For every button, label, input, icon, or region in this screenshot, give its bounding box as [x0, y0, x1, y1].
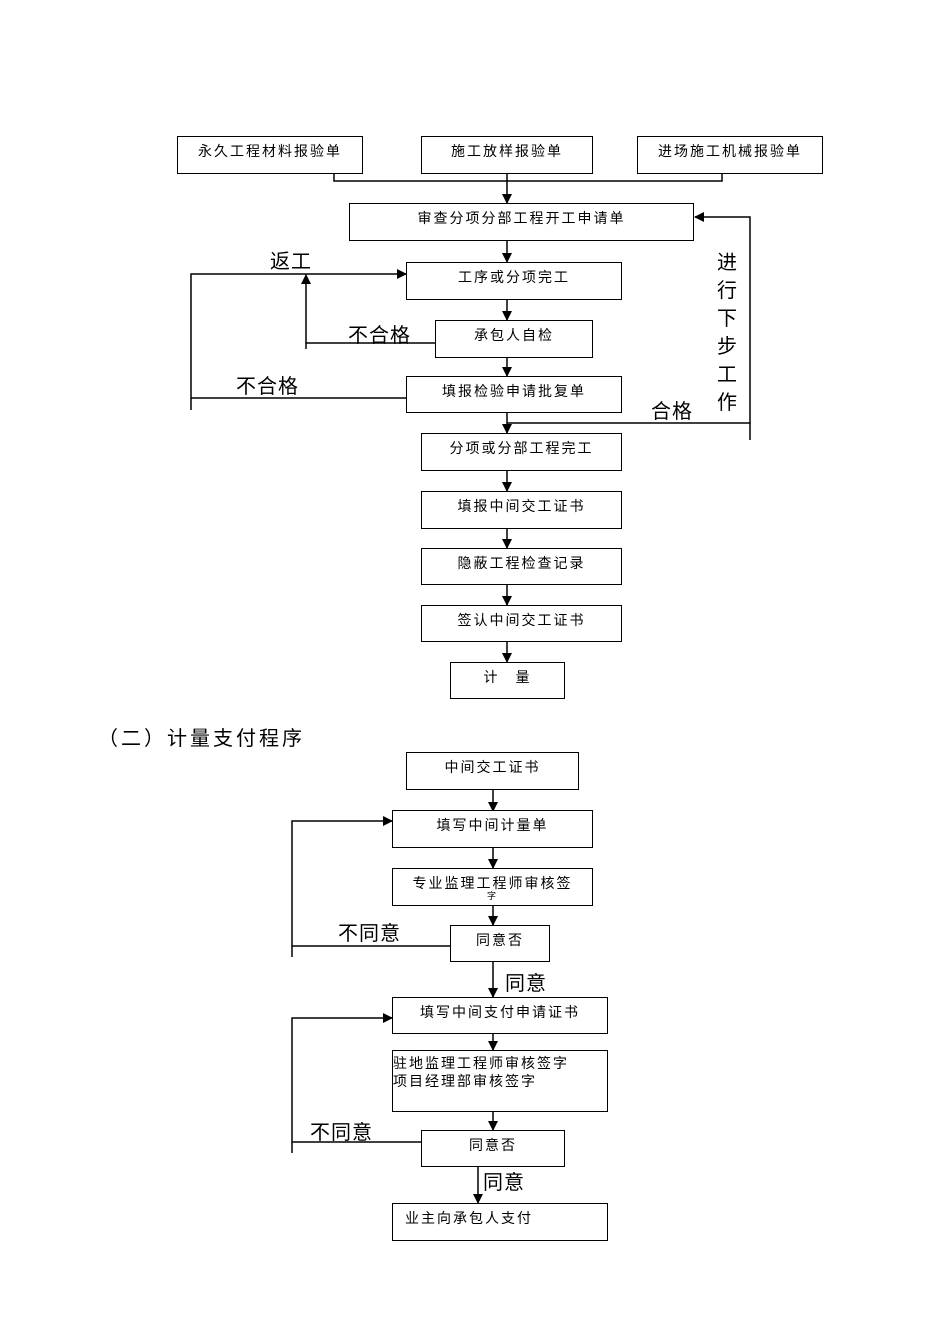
connector-disagree2-loop [291, 1013, 421, 1143]
connector-top-bus [333, 173, 723, 182]
overflow-char: 字 [487, 892, 497, 902]
box-item-complete: 分项或分部工程完工 [421, 433, 622, 471]
label-next-step-vertical: 进 行 下 步 工 作 [716, 248, 738, 416]
label-rework: 返工 [270, 249, 312, 273]
label-fail-inspection: 不合格 [236, 374, 299, 398]
box-label: 同意否 [476, 933, 524, 949]
box-label: 同意否 [469, 1138, 517, 1154]
box-label: 填写中间支付申请证书 [420, 1005, 580, 1021]
box-label-line2: 项目经理部审核签字 [393, 1074, 537, 1090]
box-label: 填写中间计量单 [436, 818, 549, 834]
box-sign-interim-certificate: 签认中间交工证书 [421, 605, 622, 642]
box-setout-report: 施工放样报验单 [421, 136, 593, 174]
box-contractor-self-check: 承包人自检 [435, 320, 593, 358]
box-label: 进场施工机械报验单 [658, 144, 802, 160]
box-label: 计 量 [483, 670, 532, 686]
label-char: 步 [717, 334, 737, 358]
box-label: 永久工程材料报验单 [198, 144, 342, 160]
label-disagree-2: 不同意 [310, 1120, 373, 1144]
box-label: 审查分项分部工程开工申请单 [417, 211, 626, 227]
box-agree-decision-1: 同意否 [450, 925, 550, 962]
box-label: 分项或分部工程完工 [449, 441, 594, 457]
connector-rework-loop [190, 269, 407, 399]
box-label: 专业监理工程师审核签 [412, 876, 573, 892]
box-label: 施工放样报验单 [451, 144, 563, 160]
box-label-line1: 驻地监理工程师审核签字 [393, 1056, 569, 1072]
box-label: 填报检验申请批复单 [442, 384, 586, 400]
label-agree-1: 同意 [505, 971, 547, 995]
box-measurement: 计 量 [450, 662, 565, 699]
box-label: 业主向承包人支付 [405, 1211, 533, 1227]
label-char: 作 [717, 390, 737, 414]
box-resident-engineer-review: 驻地监理工程师审核签字 项目经理部审核签字 [392, 1050, 608, 1112]
box-hidden-works-record: 隐蔽工程检查记录 [421, 548, 622, 585]
box-fill-measure-sheet: 填写中间计量单 [392, 810, 593, 848]
box-label: 签认中间交工证书 [457, 613, 586, 629]
label-char: 行 [717, 278, 737, 302]
box-machinery-report: 进场施工机械报验单 [637, 136, 823, 174]
label-char: 下 [717, 306, 737, 330]
connector-pass-loop [507, 212, 751, 424]
label-disagree-1: 不同意 [338, 921, 401, 945]
box-review-start-application: 审查分项分部工程开工申请单 [349, 203, 694, 241]
section-heading: （二）计量支付程序 [98, 726, 305, 750]
box-label: 中间交工证书 [444, 760, 541, 776]
box-payment-application: 填写中间支付申请证书 [392, 997, 608, 1034]
box-interim-certificate: 中间交工证书 [406, 752, 579, 790]
label-agree-2: 同意 [483, 1170, 525, 1194]
box-label: 填报中间交工证书 [457, 499, 586, 515]
label-char: 进 [717, 250, 737, 274]
box-owner-pays-contractor: 业主向承包人支付 [392, 1203, 608, 1241]
label-char: 工 [717, 362, 737, 386]
connector-disagree1-loop [291, 816, 450, 947]
box-label: 承包人自检 [474, 328, 554, 344]
box-material-report: 永久工程材料报验单 [177, 136, 363, 174]
box-engineer-review: 专业监理工程师审核签 [392, 868, 593, 906]
box-label: 工序或分项完工 [458, 270, 570, 286]
label-pass: 合格 [651, 399, 693, 423]
box-inspection-request: 填报检验申请批复单 [406, 376, 622, 413]
box-label: 隐蔽工程检查记录 [457, 556, 586, 572]
label-fail-selfcheck: 不合格 [348, 323, 411, 347]
box-process-complete: 工序或分项完工 [406, 262, 622, 300]
box-fill-interim-certificate: 填报中间交工证书 [421, 491, 622, 529]
box-agree-decision-2: 同意否 [421, 1130, 565, 1167]
